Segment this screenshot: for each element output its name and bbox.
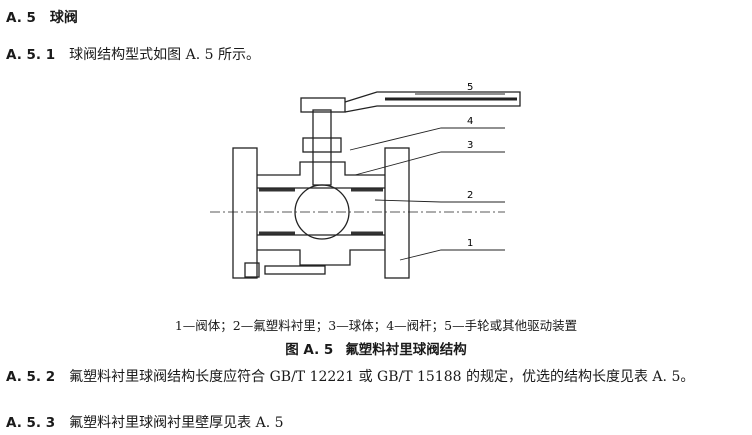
- figure-caption-title: 氟塑料衬里球阀结构: [345, 342, 467, 358]
- callout-4: 4: [467, 116, 473, 127]
- clause-a52: A. 5. 2 氟塑料衬里球阀结构长度应符合 GB/T 12221 或 GB/T …: [6, 366, 746, 388]
- figure-caption: 图 A. 5 氟塑料衬里球阀结构: [0, 338, 752, 358]
- clause-text: 氟塑料衬里球阀结构长度应符合 GB/T 12221 或 GB/T 15188 的…: [69, 369, 695, 385]
- ball-valve-drawing: 5 4 3 2 1: [210, 82, 521, 279]
- figure-caption-number: 图 A. 5: [285, 342, 334, 358]
- callout-2: 2: [467, 190, 473, 201]
- figure-legend: 1—阀体；2—氟塑料衬里；3—球体；4—阀杆；5—手轮或其他驱动装置: [174, 318, 578, 333]
- clause-a53: A. 5. 3 氟塑料衬里球阀衬里壁厚见表 A. 5: [6, 412, 284, 432]
- clause-number: A. 5. 3: [6, 415, 56, 431]
- callout-1: 1: [467, 238, 473, 249]
- section-heading: A. 5 球阀: [6, 7, 78, 27]
- clause-text: 氟塑料衬里球阀衬里壁厚见表 A. 5: [69, 415, 284, 431]
- callout-3: 3: [467, 140, 473, 151]
- clause-number: A. 5. 2: [6, 369, 56, 385]
- clause-text: 球阀结构型式如图 A. 5 所示。: [69, 47, 260, 63]
- callout-5: 5: [467, 82, 473, 93]
- clause-number: A. 5. 1: [6, 47, 56, 63]
- section-title: 球阀: [49, 10, 78, 26]
- clause-a51: A. 5. 1 球阀结构型式如图 A. 5 所示。: [6, 44, 260, 64]
- section-number: A. 5: [6, 10, 36, 26]
